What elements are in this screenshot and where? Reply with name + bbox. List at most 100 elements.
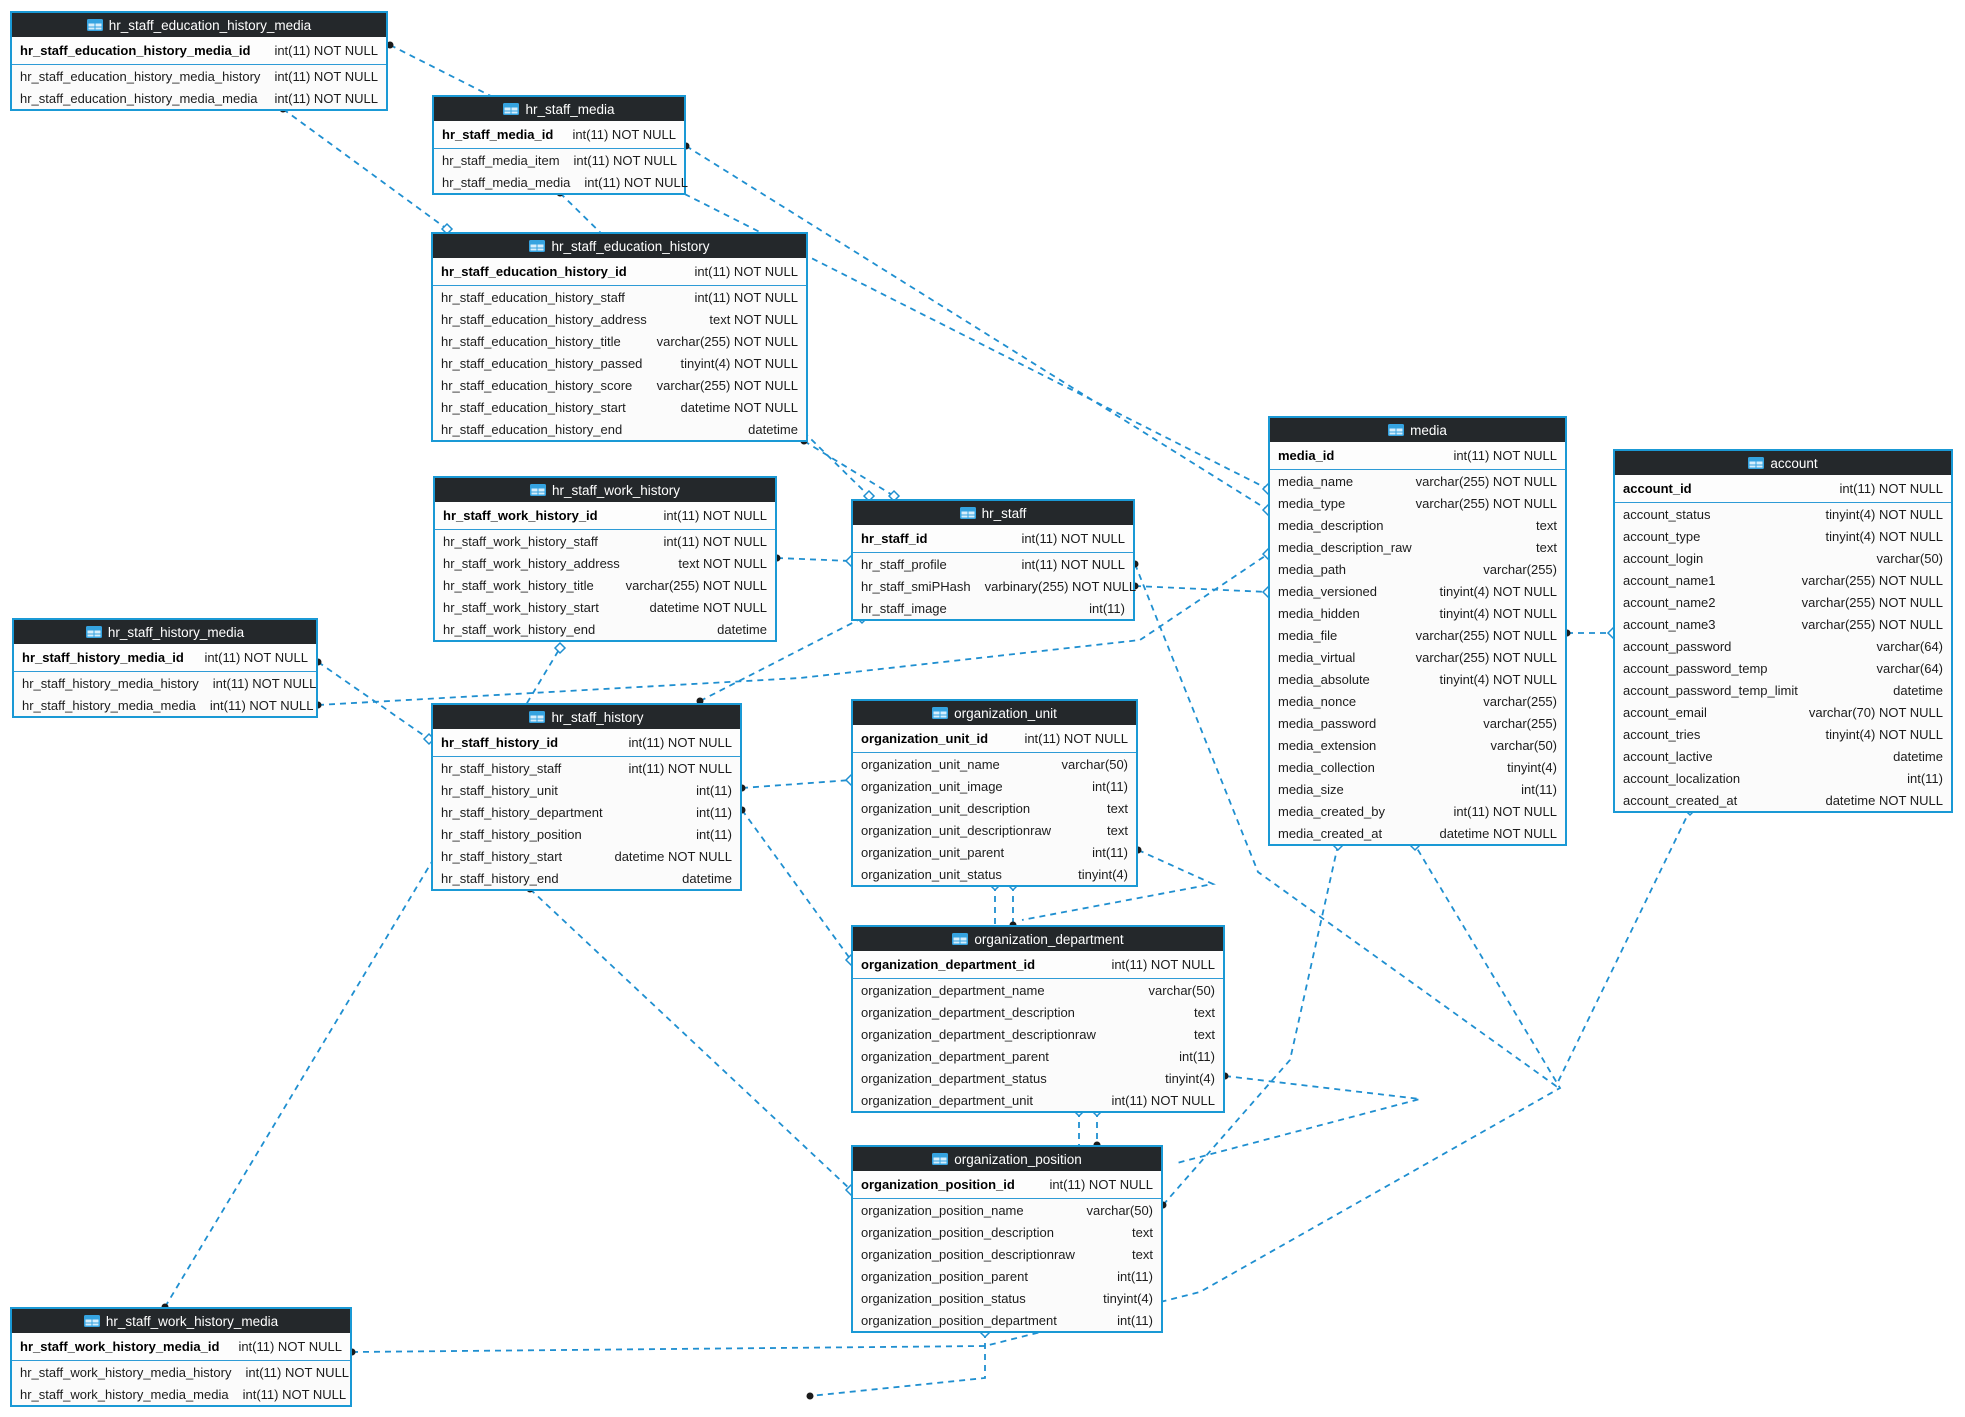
pk-row[interactable]: hr_staff_history_id int(11) NOT NULL [433,729,740,757]
table-header[interactable]: organization_unit [853,701,1136,725]
pk-row[interactable]: media_id int(11) NOT NULL [1270,442,1565,470]
table-header[interactable]: account [1615,451,1951,475]
pk-row[interactable]: hr_staff_work_history_media_id int(11) N… [12,1333,350,1361]
table-header[interactable]: hr_staff_education_history [433,234,806,258]
table-header[interactable]: organization_position [853,1147,1161,1171]
table-header[interactable]: hr_staff_history [433,705,740,729]
db-table[interactable]: hr_staff_work_history hr_staff_work_hist… [433,476,777,642]
db-table[interactable]: hr_staff_history_media hr_staff_history_… [12,618,318,718]
db-table[interactable]: hr_staff_work_history_media hr_staff_wor… [10,1307,352,1407]
db-table[interactable]: account account_id int(11) NOT NULL acco… [1613,449,1953,813]
db-table[interactable]: hr_staff_history hr_staff_history_id int… [431,703,742,891]
pk-row[interactable]: hr_staff_work_history_id int(11) NOT NUL… [435,502,775,530]
pk-row[interactable]: hr_staff_education_history_id int(11) NO… [433,258,806,286]
db-table[interactable]: organization_department organization_dep… [851,925,1225,1113]
pk-row[interactable]: hr_staff_education_history_media_id int(… [12,37,386,65]
table-header[interactable]: hr_staff_history_media [14,620,316,644]
table-header[interactable]: hr_staff [853,501,1133,525]
pk-row[interactable]: account_id int(11) NOT NULL [1615,475,1951,503]
pk-row[interactable]: organization_unit_id int(11) NOT NULL [853,725,1136,753]
db-table[interactable]: hr_staff_media hr_staff_media_id int(11)… [432,95,688,195]
table-header[interactable]: hr_staff_education_history_media [12,13,386,37]
pk-row[interactable]: organization_department_id int(11) NOT N… [853,951,1223,979]
db-table[interactable]: hr_staff hr_staff_id int(11) NOT NULL hr… [851,499,1136,621]
db-table[interactable]: media media_id int(11) NOT NULL media_na… [1268,416,1567,846]
pk-row[interactable]: organization_position_id int(11) NOT NUL… [853,1171,1161,1199]
pk-row[interactable]: hr_staff_media_id int(11) NOT NULL [434,121,684,149]
table-header[interactable]: hr_staff_work_history_media [12,1309,350,1333]
table-header[interactable]: media [1270,418,1565,442]
db-table[interactable]: hr_staff_education_history hr_staff_educ… [431,232,808,442]
db-table[interactable]: hr_staff_education_history_media hr_staf… [10,11,388,111]
db-table[interactable]: organization_unit organization_unit_id i… [851,699,1138,887]
